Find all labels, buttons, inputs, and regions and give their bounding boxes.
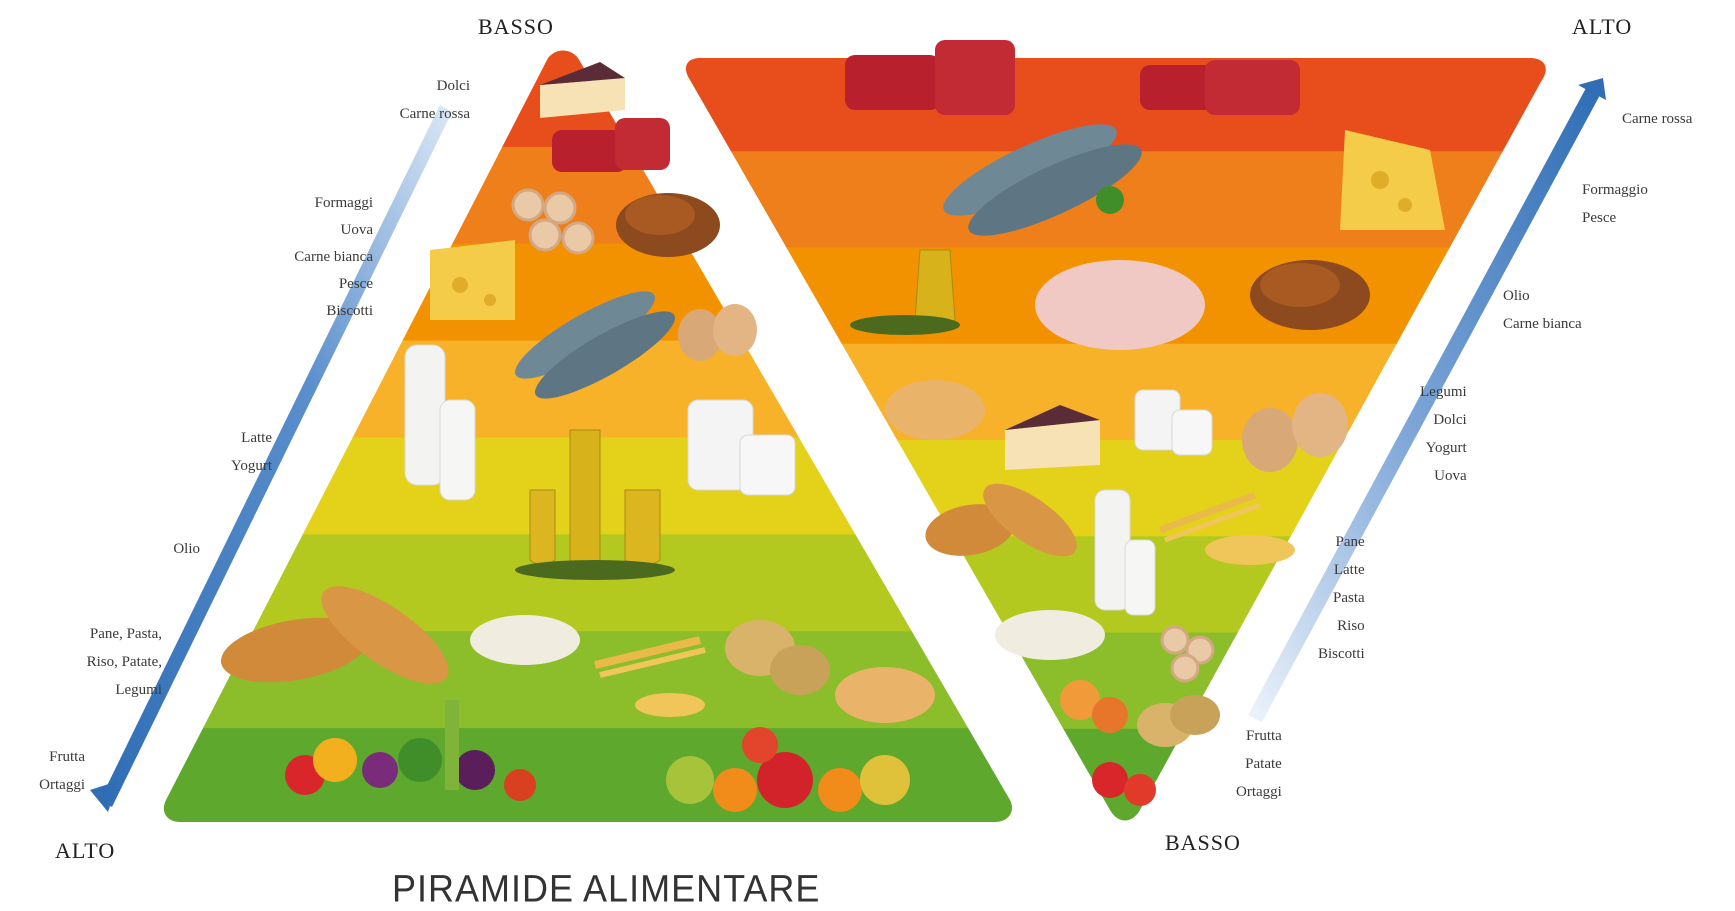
chicken-icon <box>1250 260 1370 330</box>
right-label: Olio <box>1503 282 1582 310</box>
right-label-group-5: Pane Latte Pasta Riso Biscotti <box>1318 528 1365 668</box>
right-label: Carne bianca <box>1503 310 1582 338</box>
cheese-icon <box>430 240 515 320</box>
left-label: Yogurt <box>231 452 272 480</box>
right-label: Pane <box>1318 528 1365 556</box>
left-label-group-4: Olio <box>173 535 200 563</box>
right-label: Frutta <box>1236 722 1282 750</box>
right-label: Legumi <box>1420 378 1467 406</box>
left-label: Latte <box>231 424 272 452</box>
right-label: Pasta <box>1318 584 1365 612</box>
left-label: Formaggi <box>294 190 373 217</box>
left-label-group-1: Dolci Carne rossa <box>400 72 470 128</box>
right-label: Carne rossa <box>1622 105 1692 133</box>
rice-icon <box>470 615 580 665</box>
right-label-group-3: Olio Carne bianca <box>1503 282 1582 338</box>
right-pyramid-band <box>680 55 1560 152</box>
left-label: Legumi <box>87 676 162 704</box>
left-bottom-corner-label: ALTO <box>55 838 115 864</box>
left-label: Frutta <box>39 743 85 771</box>
right-label-group-2: Formaggio Pesce <box>1582 176 1648 232</box>
right-label: Patate <box>1236 750 1282 778</box>
right-bottom-corner-label: BASSO <box>1165 830 1241 856</box>
right-label: Uova <box>1420 462 1467 490</box>
left-label: Ortaggi <box>39 771 85 799</box>
left-label-group-6: Frutta Ortaggi <box>39 743 85 799</box>
chicken-icon <box>616 193 720 257</box>
right-label: Ortaggi <box>1236 778 1282 806</box>
left-top-corner-label: BASSO <box>478 14 554 40</box>
right-label: Latte <box>1318 556 1365 584</box>
left-label: Dolci <box>400 72 470 100</box>
left-label: Pesce <box>294 271 373 298</box>
left-label: Uova <box>294 217 373 244</box>
left-label-group-3: Latte Yogurt <box>231 424 272 480</box>
left-label: Pane, Pasta, <box>87 620 162 648</box>
white-meat-icon <box>1035 260 1205 350</box>
left-label: Olio <box>173 535 200 563</box>
right-label: Pesce <box>1582 204 1648 232</box>
diagram-title: PIRAMIDE ALIMENTARE <box>392 867 820 911</box>
left-label: Biscotti <box>294 298 373 325</box>
legumes-icon <box>835 667 935 723</box>
left-label: Carne rossa <box>400 100 470 128</box>
left-label-group-5: Pane, Pasta, Riso, Patate, Legumi <box>87 620 162 704</box>
right-label: Dolci <box>1420 406 1467 434</box>
right-label: Riso <box>1318 612 1365 640</box>
right-top-corner-label: ALTO <box>1572 14 1632 40</box>
left-label: Riso, Patate, <box>87 648 162 676</box>
rice-icon <box>995 610 1105 660</box>
right-label-group-6: Frutta Patate Ortaggi <box>1236 722 1282 806</box>
left-label: Carne bianca <box>294 244 373 271</box>
right-label-group-1: Carne rossa <box>1622 105 1692 133</box>
right-label: Formaggio <box>1582 176 1648 204</box>
right-label-group-4: Legumi Dolci Yogurt Uova <box>1420 378 1467 490</box>
legumes-icon <box>885 380 985 440</box>
right-label: Yogurt <box>1420 434 1467 462</box>
left-label-group-2: Formaggi Uova Carne bianca Pesce Biscott… <box>294 190 373 325</box>
right-label: Biscotti <box>1318 640 1365 668</box>
